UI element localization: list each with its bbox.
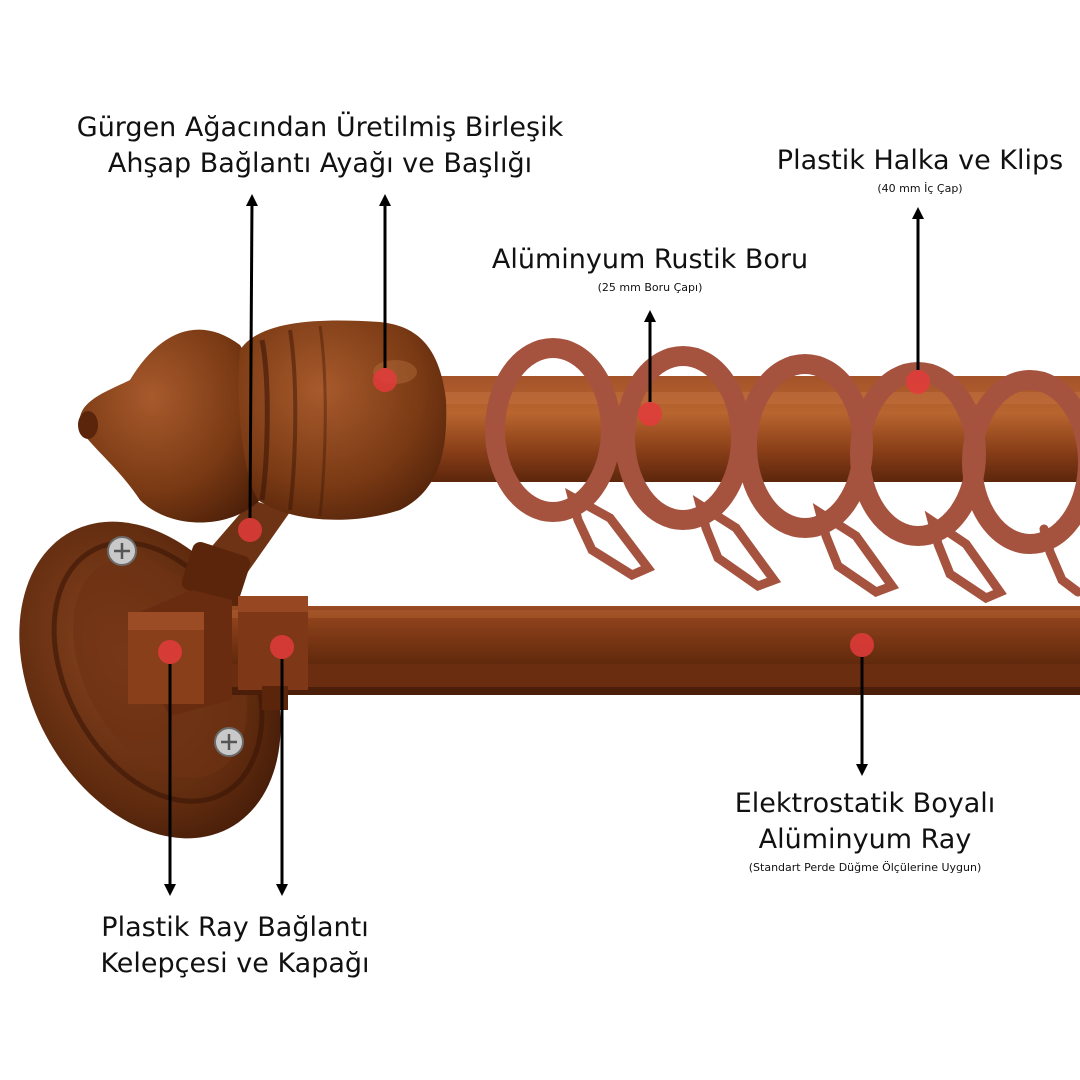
- label-wooden-leg-and-head: Gürgen Ağacından Üretilmiş Birleşik Ahşa…: [50, 110, 590, 182]
- wooden-head: [238, 320, 447, 520]
- screw-icon: [214, 727, 244, 757]
- label-clamp-line1: Plastik Ray Bağlantı: [101, 912, 369, 943]
- screw-icon: [107, 536, 137, 566]
- label-rail-line1: Elektrostatik Boyalı: [734, 788, 996, 819]
- label-pipe-line1: Alüminyum Rustik Boru: [491, 244, 809, 275]
- marker-pipe: [638, 402, 662, 426]
- marker-ring: [906, 370, 930, 394]
- marker-wood-head: [373, 368, 397, 392]
- ring: [962, 370, 1080, 597]
- label-aluminum-rail: Elektrostatik Boyalı Alüminyum Ray (Stan…: [660, 786, 1070, 876]
- label-rail-clamp: Plastik Ray Bağlantı Kelepçesi ve Kapağı: [60, 910, 410, 982]
- marker-clamp: [158, 640, 182, 664]
- ring: [485, 338, 656, 581]
- marker-rail: [850, 633, 874, 657]
- marker-wood-leg: [238, 518, 262, 542]
- label-rail-line2: Alüminyum Ray: [758, 824, 972, 855]
- label-wood-line2: Ahşap Bağlantı Ayağı ve Başlığı: [107, 148, 533, 179]
- bracket-collar: [181, 542, 251, 604]
- label-rail-note: (Standart Perde Düğme Ölçülerine Uygun): [748, 861, 982, 874]
- marker-clamp-cap: [270, 635, 294, 659]
- wooden-finial: [78, 329, 260, 523]
- aluminum-rail: [210, 606, 1080, 695]
- arrows: [164, 194, 924, 896]
- markers: [158, 368, 930, 664]
- label-pipe-note: (25 mm Boru Çapı): [597, 281, 703, 294]
- label-rings-note: (40 mm İç Çap): [877, 182, 963, 195]
- label-wood-line1: Gürgen Ağacından Üretilmiş Birleşik: [76, 112, 564, 143]
- arrow-wood-leg: [245, 194, 258, 519]
- label-clamp-line2: Kelepçesi ve Kapağı: [100, 948, 370, 979]
- label-aluminum-pipe: Alüminyum Rustik Boru (25 mm Boru Çapı): [470, 242, 830, 296]
- label-rings-and-clips: Plastik Halka ve Klips (40 mm İç Çap): [760, 143, 1080, 197]
- label-rings-line1: Plastik Halka ve Klips: [776, 145, 1064, 176]
